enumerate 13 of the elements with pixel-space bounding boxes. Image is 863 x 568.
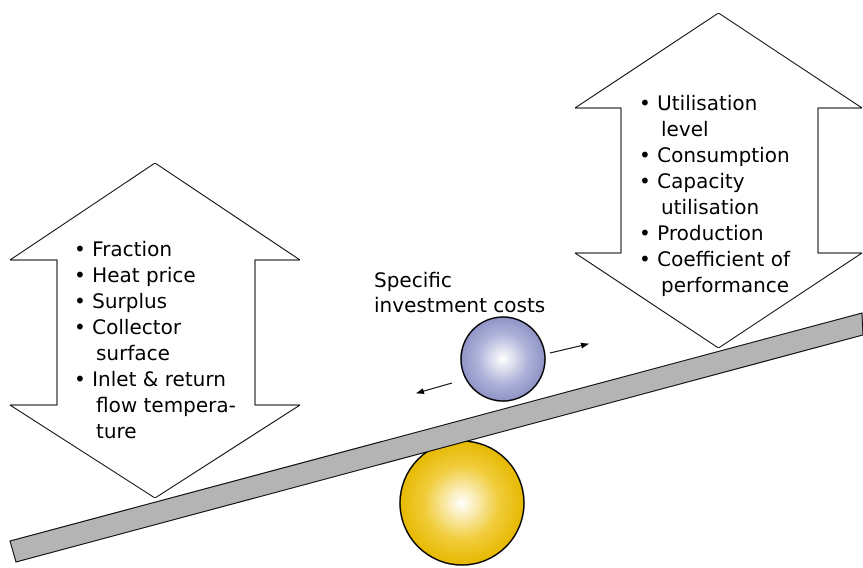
bullet-item: • Inlet & return flow tempera-ture [74, 366, 237, 444]
bullet-item: • Surplus [74, 288, 168, 314]
bullet-item: • Production [639, 220, 765, 246]
bullet-item: • Consumption [639, 142, 791, 168]
double-arrow [575, 13, 862, 348]
bullet-item: • Fraction [74, 236, 173, 262]
bullet-item: • Capacity utilisation [639, 168, 760, 220]
bullet-item: • Heat price [74, 262, 197, 288]
bullet-item: • Utilisation level [639, 90, 758, 142]
bullet-item: • Coefficient of performance [639, 246, 792, 298]
bullet-item: • Collector surface [74, 314, 182, 366]
double-arrow [10, 163, 300, 498]
ball-caption: Specific investment costs [374, 268, 546, 318]
